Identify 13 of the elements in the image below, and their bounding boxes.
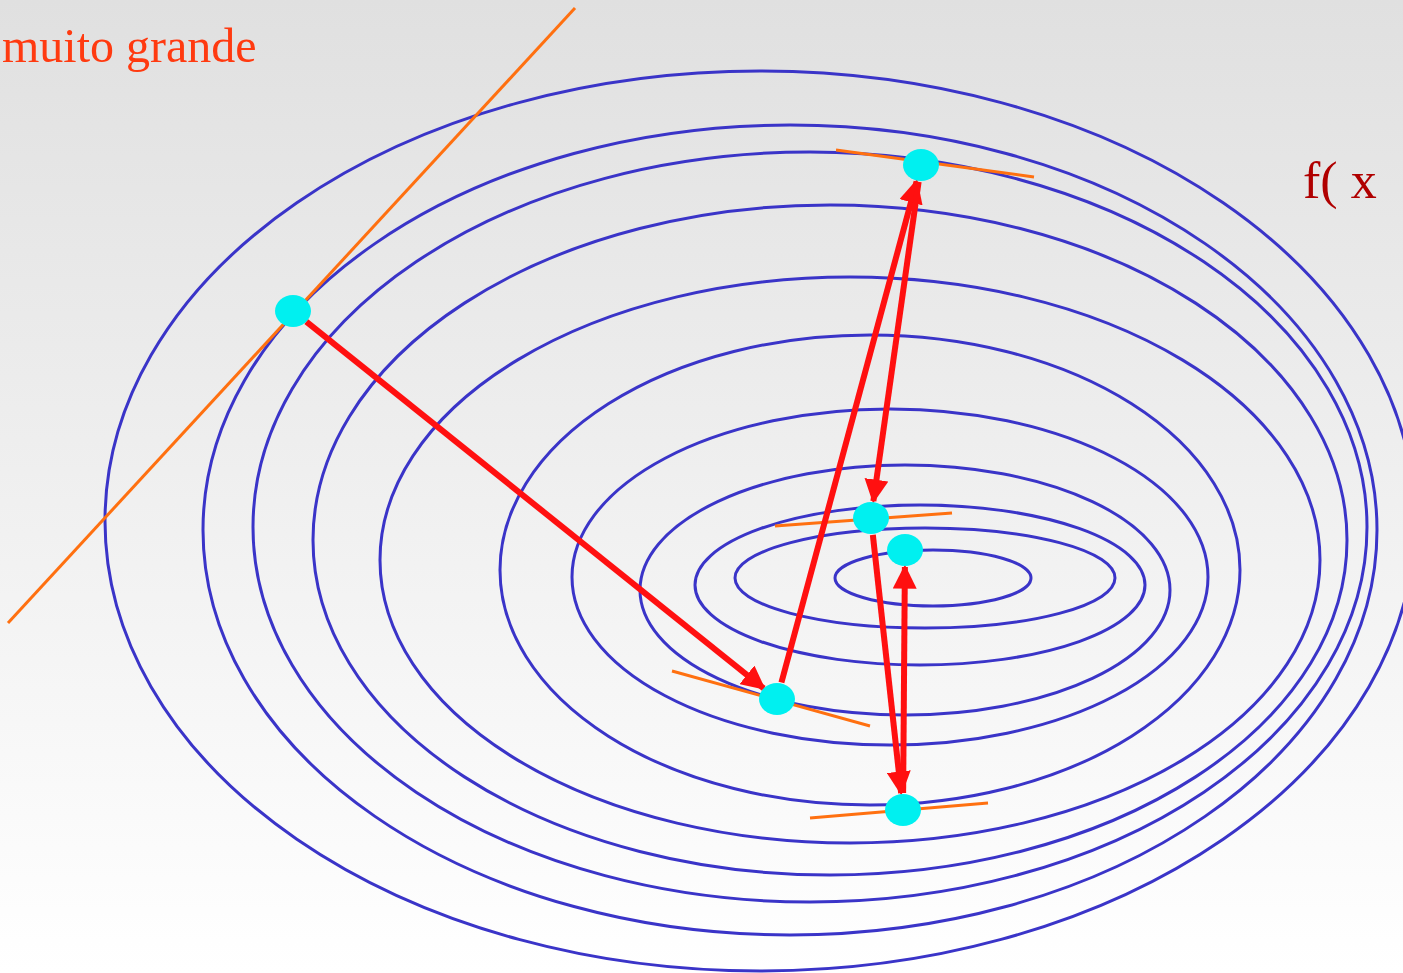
arrow [892, 564, 917, 794]
point-marker [759, 683, 795, 715]
arrow [869, 534, 911, 796]
point-marker [885, 794, 921, 826]
point-marker [903, 149, 939, 181]
arrow [864, 181, 922, 504]
function-label: f( x [1303, 155, 1377, 207]
arrow [304, 319, 766, 691]
point-marker [887, 534, 923, 566]
point-marker [275, 295, 311, 327]
arrow [778, 179, 923, 684]
annotation-text: muito grande [2, 22, 257, 70]
point-marker [853, 502, 889, 534]
